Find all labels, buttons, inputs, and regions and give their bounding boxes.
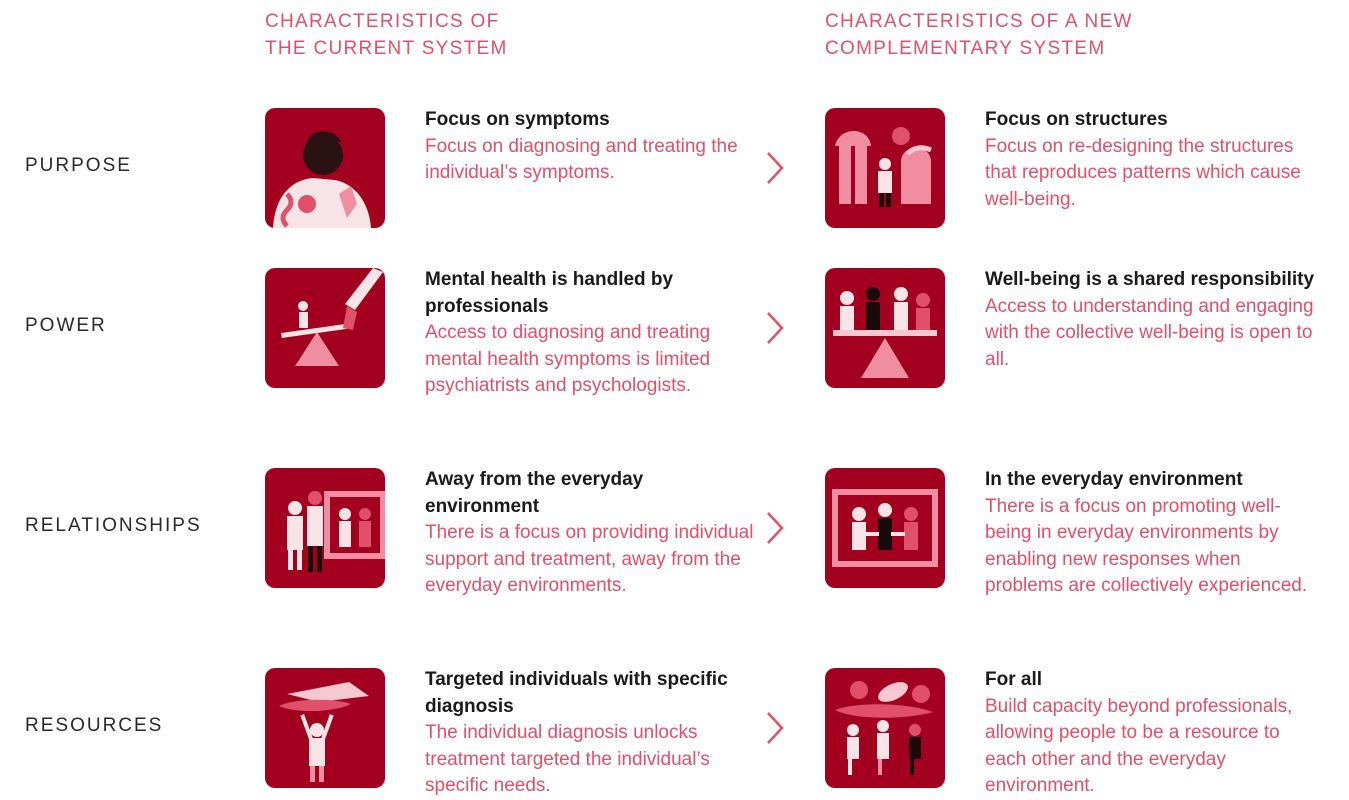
- current-relationships-title: Away from the everyday environment: [425, 469, 644, 517]
- new-power-description: Access to understanding and engaging wit…: [985, 295, 1314, 370]
- new-system-header-line-2: COMPLEMENTARY SYSTEM: [825, 38, 1106, 59]
- new-power-text: Well-being is a shared responsibility Ac…: [985, 267, 1315, 373]
- new-purpose-description: Focus on re-designing the structures tha…: [985, 135, 1301, 210]
- new-relationships-title: In the everyday environment: [985, 469, 1243, 490]
- current-system-header-line-1: CHARACTERISTICS OF: [265, 11, 500, 32]
- current-power-title: Mental health is handled by professional…: [425, 269, 674, 317]
- new-resources-text: For all Build capacity beyond profession…: [985, 667, 1315, 800]
- new-resources-title: For all: [985, 669, 1043, 690]
- row-label-purpose: PURPOSE: [25, 155, 132, 176]
- for-all-illustration-icon: [825, 668, 945, 788]
- new-relationships-text: In the everyday environment There is a f…: [985, 467, 1315, 600]
- chevron-right-icon: [763, 508, 787, 548]
- current-relationships-text: Away from the everyday environment There…: [425, 467, 755, 600]
- current-resources-text: Targeted individuals with specific diagn…: [425, 667, 755, 800]
- row-label-power: POWER: [25, 315, 107, 336]
- chevron-right-icon: [763, 308, 787, 348]
- chevron-right-icon: [763, 148, 787, 188]
- new-system-header: CHARACTERISTICS OF A NEW COMPLEMENTARY S…: [825, 8, 1133, 62]
- new-relationships-description: There is a focus on promoting well-being…: [985, 495, 1308, 597]
- current-purpose-text: Focus on symptoms Focus on diagnosing an…: [425, 107, 755, 187]
- current-power-description: Access to diagnosing and treating mental…: [425, 322, 711, 396]
- current-system-header-line-2: THE CURRENT SYSTEM: [265, 38, 508, 59]
- new-power-title: Well-being is a shared responsibility: [985, 269, 1315, 290]
- chevron-right-icon: [763, 708, 787, 748]
- shared-responsibility-illustration-icon: [825, 268, 945, 388]
- structures-illustration-icon: [825, 108, 945, 228]
- row-label-relationships: RELATIONSHIPS: [25, 515, 202, 536]
- current-resources-title: Targeted individuals with specific diagn…: [425, 669, 728, 717]
- current-resources-description: The individual diagnosis unlocks treatme…: [425, 722, 710, 796]
- current-system-header: CHARACTERISTICS OF THE CURRENT SYSTEM: [265, 8, 508, 62]
- new-purpose-text: Focus on structures Focus on re-designin…: [985, 107, 1315, 213]
- new-purpose-title: Focus on structures: [985, 109, 1168, 130]
- current-purpose-title: Focus on symptoms: [425, 109, 610, 130]
- row-label-resources: RESOURCES: [25, 715, 164, 736]
- everyday-environment-illustration-icon: [825, 468, 945, 588]
- symptoms-illustration-icon: [265, 108, 385, 228]
- current-power-text: Mental health is handled by professional…: [425, 267, 755, 400]
- current-relationships-description: There is a focus on providing individual…: [425, 522, 754, 596]
- new-system-header-line-1: CHARACTERISTICS OF A NEW: [825, 11, 1133, 32]
- new-resources-description: Build capacity beyond professionals, all…: [985, 695, 1293, 797]
- current-purpose-description: Focus on diagnosing and treating the ind…: [425, 135, 738, 184]
- targeted-individuals-illustration-icon: [265, 668, 385, 788]
- away-environment-illustration-icon: [265, 468, 385, 588]
- professionals-illustration-icon: [265, 268, 385, 388]
